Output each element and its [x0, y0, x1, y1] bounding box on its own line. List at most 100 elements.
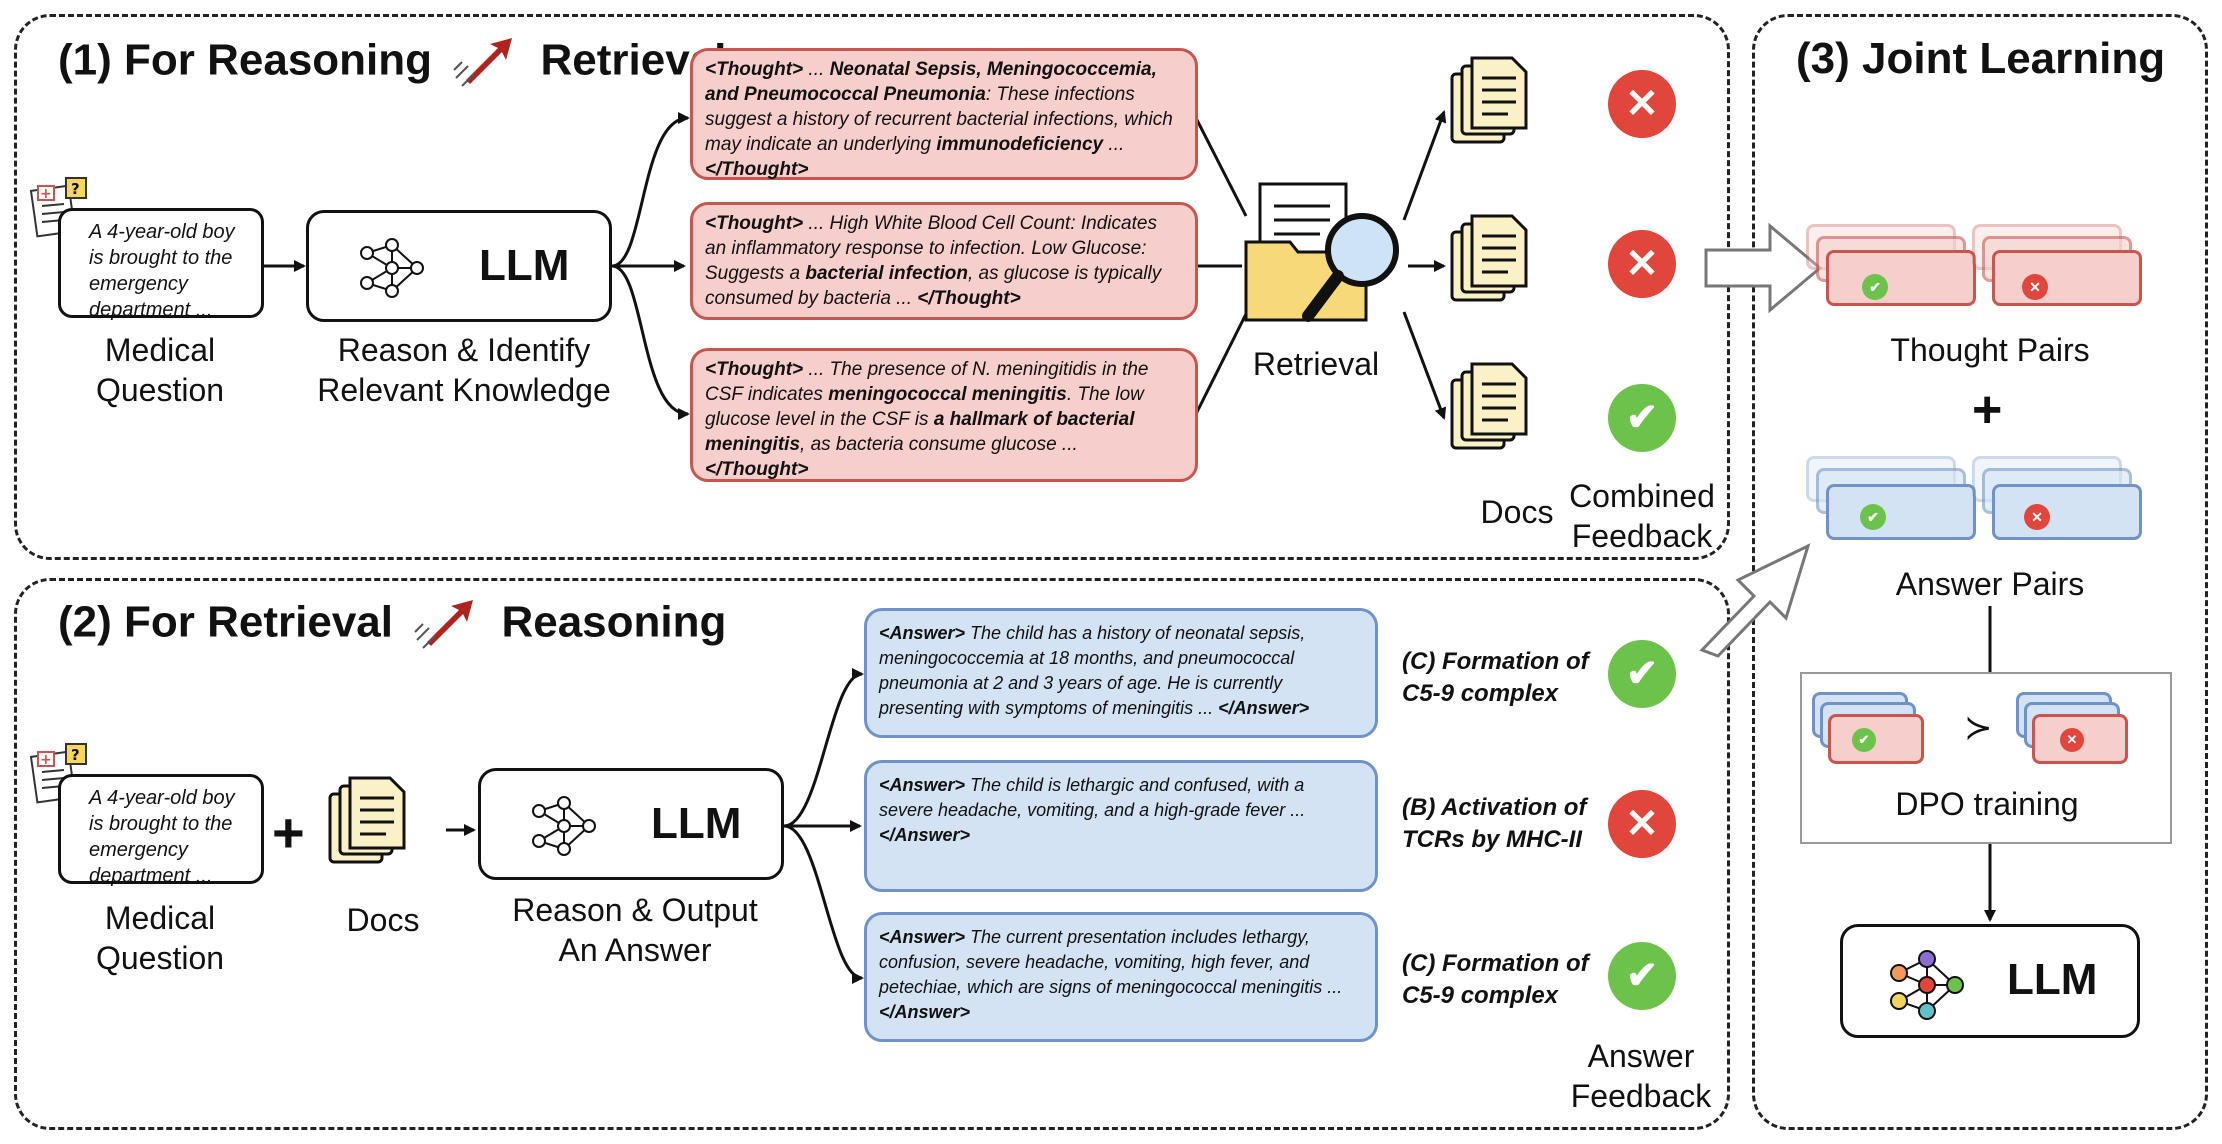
- hollow-arrow-answers-to-joint: [1699, 543, 1811, 658]
- preference-symbol: ≻: [1964, 709, 1993, 747]
- svg-text:+: +: [40, 186, 52, 202]
- correct-icon: ✔: [1608, 640, 1676, 708]
- rocket-arrow-icon: [453, 38, 513, 87]
- emphasized-text: <Thought>: [705, 213, 804, 234]
- panel-retrieval-for-reasoning: [14, 578, 1730, 1130]
- body-text: , as bacteria consume glucose ...: [800, 434, 1078, 455]
- docs-icon-3: [1448, 362, 1532, 461]
- thought-pair-card: [1826, 250, 1976, 306]
- emphasized-text: <Thought>: [705, 59, 804, 80]
- emphasized-text: </Answer>: [879, 1002, 971, 1022]
- emphasized-text: </Thought>: [705, 459, 809, 480]
- body-text: The child is lethargic and confused, wit…: [879, 775, 1306, 820]
- llm-label-1: LLM: [479, 241, 570, 290]
- answer-feedback-caption: Answer Feedback: [1570, 1038, 1712, 1114]
- body-text: ... The presence of N. meningitidis in t…: [705, 359, 1149, 405]
- docs-icon-1: [1448, 56, 1532, 155]
- llm-caption-1: Reason & Identify Relevant Knowledge: [317, 332, 611, 408]
- thought-box-1: <Thought> ... Neonatal Sepsis, Meningoco…: [690, 48, 1198, 180]
- medical-question-box-2: A 4-year-old boy is brought to the emerg…: [58, 774, 264, 887]
- thought-box-3: <Thought> ... The presence of N. meningi…: [690, 348, 1198, 482]
- emphasized-text: <Answer>: [879, 927, 966, 947]
- body-text: ...: [803, 59, 830, 80]
- emphasized-text: Neonatal Sepsis, Meningococcemia, and Pn…: [705, 59, 1157, 105]
- svg-text:?: ?: [71, 746, 80, 764]
- correct-icon: ✔: [1860, 504, 1886, 530]
- wrong-icon: ✕: [1608, 790, 1676, 858]
- body-text: The current presentation includes lethar…: [879, 927, 1343, 997]
- llm-box-1: LLM: [306, 210, 612, 322]
- llm-caption-2: Reason & Output An Answer: [512, 892, 758, 968]
- panel3-title: (3) Joint Learning: [1796, 34, 2166, 83]
- wrong-icon: ✕: [2022, 274, 2048, 300]
- svg-text:+: +: [40, 752, 52, 768]
- wrong-icon: ✕: [2060, 728, 2084, 752]
- emphasized-text: </Thought>: [705, 159, 809, 180]
- docs-caption-1: Docs: [1480, 494, 1554, 530]
- panel1-title: (1) For Reasoning Retrieval: [58, 34, 726, 92]
- llm-label-final: LLM: [2007, 955, 2098, 1004]
- body-text: . The low glucose level in the CSF is: [705, 384, 1144, 430]
- combined-feedback-caption: Combined Feedback: [1569, 478, 1715, 554]
- retrieval-folder-icon: [1240, 180, 1412, 330]
- answer-pair-card: [1826, 484, 1976, 540]
- docs-caption-2: Docs: [346, 902, 420, 938]
- wrong-icon: ✕: [1608, 70, 1676, 138]
- colored-neural-network-icon: [1887, 945, 1967, 1030]
- thought-pair-card: [1992, 250, 2142, 306]
- neural-network-icon: [529, 791, 599, 866]
- emphasized-text: bacterial infection: [805, 263, 968, 284]
- docs-icon-4: [326, 776, 410, 875]
- panel1-title-left: (1) For Reasoning: [58, 35, 433, 85]
- llm-box-final: LLM: [1840, 924, 2140, 1038]
- emphasized-text: </Answer>: [879, 825, 971, 845]
- dpo-training-box: ✔ ≻ ✕ DPO training: [1800, 672, 2172, 844]
- answer-option-1: (C) Formation of C5-9 complex: [1402, 648, 1589, 707]
- thought-box-2: <Thought> ... High White Blood Cell Coun…: [690, 202, 1198, 320]
- emphasized-text: </Answer>: [1218, 698, 1310, 718]
- arrow-retrieval-to-docs-1: [1402, 110, 1447, 221]
- neural-network-icon: [357, 233, 427, 308]
- dpo-training-caption: DPO training: [1895, 786, 2079, 822]
- plus-sign: +: [1972, 381, 2003, 439]
- emphasized-text: immunodeficiency: [936, 134, 1104, 155]
- arrow-llm-to-thought-3: [611, 264, 690, 420]
- panel2-title-right: Reasoning: [501, 597, 727, 647]
- line-thought-1-to-retrieval: [1194, 117, 1248, 217]
- wrong-icon: ✕: [1608, 230, 1676, 298]
- line-thought-3-to-retrieval: [1194, 313, 1248, 415]
- correct-icon: ✔: [1862, 274, 1888, 300]
- wrong-icon: ✕: [2024, 504, 2050, 530]
- svg-text:?: ?: [71, 180, 80, 198]
- medical-question-caption-1: Medical Question: [95, 332, 225, 408]
- panel2-title: (2) For Retrieval Reasoning: [58, 596, 726, 654]
- answer-option-2: (B) Activation of TCRs by MHC-II: [1402, 794, 1587, 853]
- docs-icon-2: [1448, 214, 1532, 313]
- emphasized-text: </Thought>: [917, 288, 1021, 309]
- body-text: , as glucose is typically consumed by ba…: [705, 263, 1162, 309]
- emphasized-text: meningococcal meningitis: [828, 384, 1067, 405]
- plus-sign: +: [272, 801, 305, 864]
- emphasized-text: a hallmark of bacterial meningitis: [705, 409, 1135, 455]
- medical-question-box-1: A 4-year-old boy is brought to the emerg…: [58, 208, 264, 321]
- answer-option-3: (C) Formation of C5-9 complex: [1402, 950, 1589, 1009]
- emphasized-text: <Answer>: [879, 775, 966, 795]
- thought-pairs-caption: Thought Pairs: [1890, 332, 2090, 368]
- thought-pair-card: [1828, 714, 1924, 764]
- correct-icon: ✔: [1608, 942, 1676, 1010]
- body-text: : These infections suggest a history of …: [705, 84, 1173, 155]
- emphasized-text: <Answer>: [879, 623, 966, 643]
- body-text: ...: [1103, 134, 1125, 155]
- retrieval-caption: Retrieval: [1252, 346, 1380, 382]
- answer-pair-card: [1992, 484, 2142, 540]
- body-text: ... High White Blood Cell Count: Indicat…: [705, 213, 1157, 284]
- arrow-llm-to-thought-1: [611, 112, 690, 268]
- medical-question-caption-2: Medical Question: [95, 900, 225, 976]
- answer-box-3: <Answer> The current presentation includ…: [864, 912, 1378, 1042]
- correct-icon: ✔: [1608, 384, 1676, 452]
- correct-icon: ✔: [1852, 728, 1876, 752]
- answer-pairs-caption: Answer Pairs: [1895, 566, 2085, 602]
- arrow-retrieval-to-docs-3: [1402, 311, 1447, 420]
- arrow-llm-to-answer-3: [783, 824, 864, 984]
